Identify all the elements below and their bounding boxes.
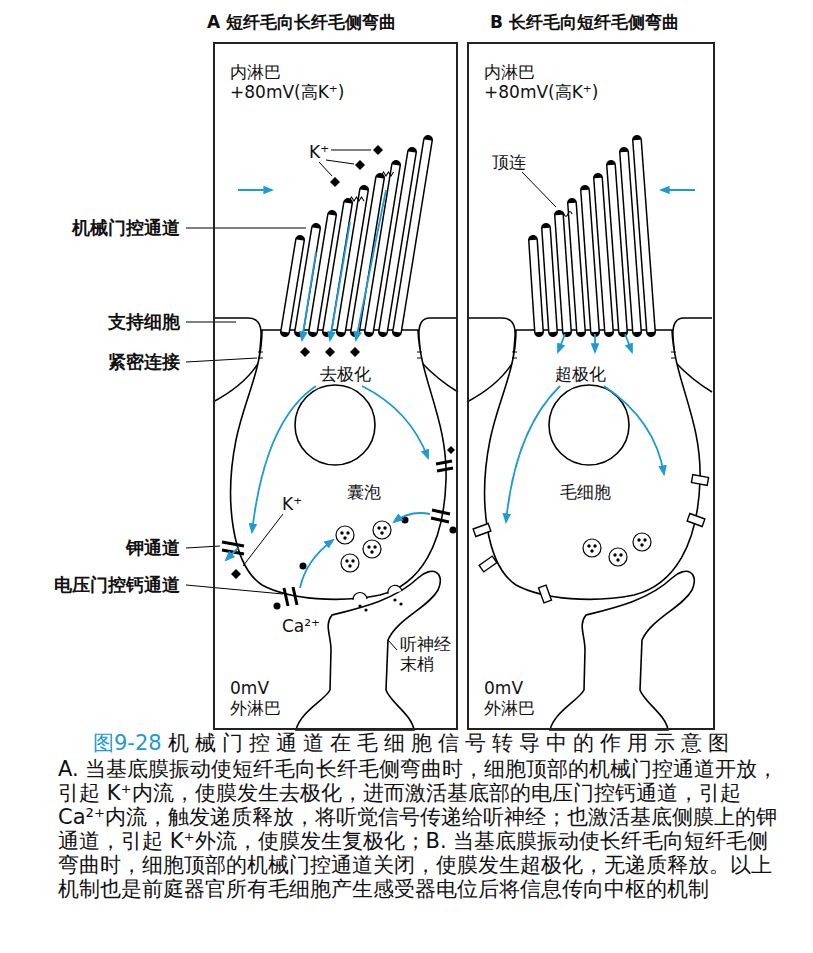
figure-number: 图9-28 bbox=[93, 731, 162, 755]
figure-caption: 机械门控通道在毛细胞信号转导中的作用示意图 bbox=[168, 731, 735, 755]
part-label: 钾通道 bbox=[126, 538, 180, 558]
calcium-ions bbox=[274, 517, 457, 610]
ion-label: K⁺ bbox=[309, 142, 329, 162]
fluid-label: 0mV 外淋巴 bbox=[230, 678, 281, 718]
signal-arrows bbox=[226, 190, 695, 588]
fluid-label: 内淋巴 +80mV(高K⁺) bbox=[484, 62, 598, 102]
ion-channels bbox=[222, 461, 453, 606]
part-label: 紧密连接 bbox=[108, 352, 180, 372]
hair-cell-a bbox=[213, 318, 458, 730]
vesicle bbox=[341, 554, 359, 572]
ion-leader bbox=[243, 150, 371, 566]
ion-label: Ca²⁺ bbox=[282, 616, 320, 636]
part-label: 毛细胞 bbox=[560, 482, 611, 502]
stereocilia-fill bbox=[533, 140, 651, 332]
fluid-label: 内淋巴 +80mV(高K⁺) bbox=[230, 62, 344, 102]
part-label: 支持细胞 bbox=[108, 312, 180, 332]
closed-channels bbox=[473, 475, 708, 603]
tip-link bbox=[381, 172, 394, 176]
tip-link bbox=[560, 212, 572, 217]
vesicle bbox=[583, 539, 601, 557]
transmitter bbox=[358, 598, 402, 611]
state-label: 去极化 bbox=[320, 364, 371, 384]
potassium-ions bbox=[231, 145, 455, 579]
tip-link bbox=[349, 197, 364, 201]
caption-body: A. 当基底膜振动使短纤毛向长纤毛侧弯曲时，细胞顶部的机械门控通道开放，引起 K… bbox=[58, 757, 788, 901]
stereocilia-outline bbox=[285, 140, 428, 332]
vesicle-fusion bbox=[353, 585, 402, 600]
panel-heading: B 长纤毛向短纤毛侧弯曲 bbox=[490, 12, 679, 32]
ion-label: K⁺ bbox=[282, 494, 302, 514]
panel-b: B 长纤毛向短纤毛侧弯曲内淋巴 +80mV(高K⁺)顶连超极化毛细胞0mV 外淋… bbox=[467, 42, 715, 730]
panel-a: A 短纤毛向长纤毛侧弯曲内淋巴 +80mV(高K⁺)K⁺去极化K⁺囊泡Ca²⁺听… bbox=[213, 42, 458, 730]
part-label: 顶连 bbox=[492, 152, 526, 172]
part-label: 机械门控通道 bbox=[72, 218, 180, 238]
vesicle bbox=[633, 533, 651, 551]
stereocilia-fill bbox=[285, 140, 428, 332]
vesicle bbox=[363, 540, 381, 558]
state-label: 超极化 bbox=[555, 364, 606, 384]
hair-cell-b bbox=[467, 318, 712, 730]
fluid-label: 0mV 外淋巴 bbox=[484, 678, 535, 718]
part-label: 电压门控钙通道 bbox=[54, 575, 180, 595]
panel-heading: A 短纤毛向长纤毛侧弯曲 bbox=[207, 12, 396, 32]
vesicle bbox=[609, 548, 627, 566]
stereocilia-outline bbox=[533, 140, 651, 332]
vesicle bbox=[336, 526, 354, 544]
part-label: 听神经末梢 bbox=[400, 634, 452, 674]
leader-lines bbox=[186, 172, 556, 650]
part-label: 囊泡 bbox=[347, 482, 381, 502]
vesicle bbox=[373, 521, 391, 539]
